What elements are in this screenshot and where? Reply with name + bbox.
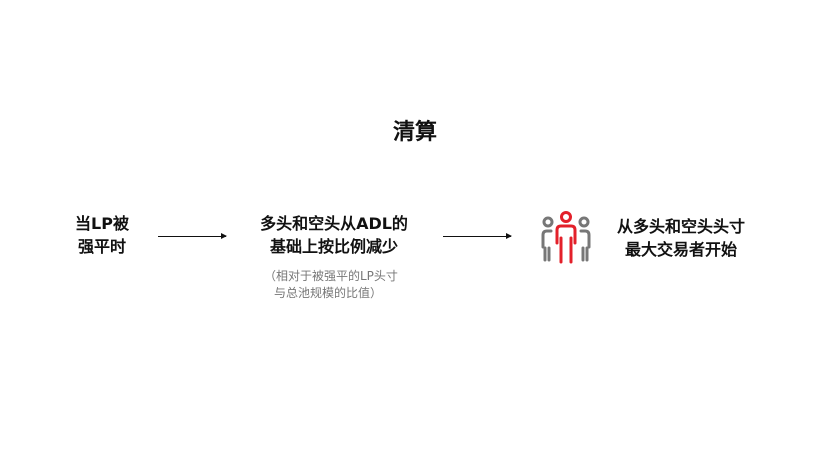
step-text-line: 强平时 bbox=[77, 237, 126, 256]
step-lp-liquidated: 当LP被 强平时 bbox=[60, 212, 144, 258]
arrow-right bbox=[158, 233, 227, 239]
arrow-right bbox=[443, 233, 512, 239]
step-proportional-reduction: 多头和空头从ADL的 基础上按比例减少 bbox=[238, 212, 430, 258]
step-text-line: 当LP被 bbox=[75, 214, 129, 233]
step-text-line: 从多头和空头头寸 bbox=[616, 217, 745, 236]
step-text-line: 基础上按比例减少 bbox=[269, 237, 398, 256]
note-line: 与总池规模的比值） bbox=[274, 286, 383, 300]
diagram-title: 清算 bbox=[392, 120, 437, 145]
note-line: （相对于被强平的LP头寸 bbox=[264, 269, 398, 283]
step-largest-traders-first: 从多头和空头头寸 最大交易者开始 bbox=[606, 215, 756, 261]
step-text-line: 多头和空头从ADL的 bbox=[260, 214, 408, 233]
step-note: （相对于被强平的LP头寸 与总池规模的比值） bbox=[250, 268, 434, 302]
people-group-icon bbox=[540, 210, 592, 264]
step-text-line: 最大交易者开始 bbox=[624, 240, 737, 259]
